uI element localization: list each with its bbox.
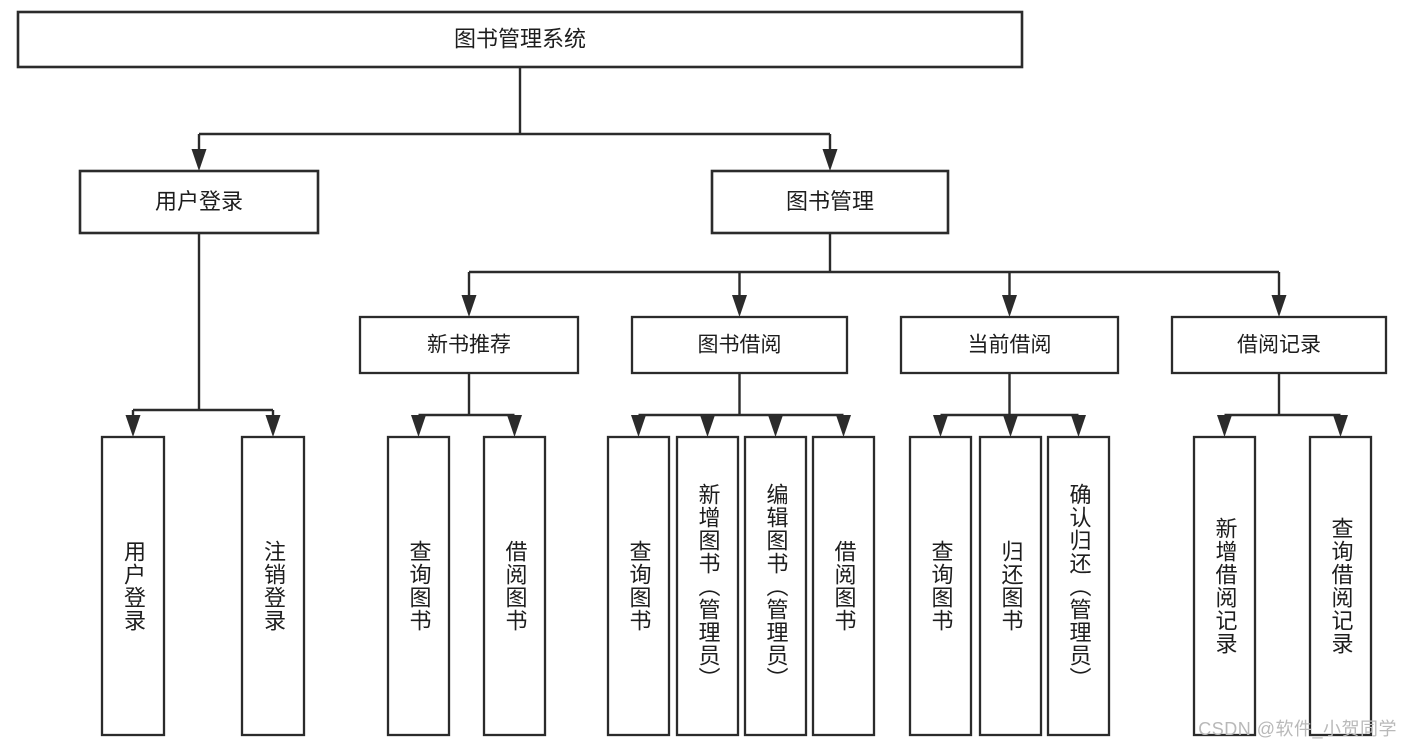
arrow-head-icon	[732, 295, 747, 317]
node-box-level3-0[interactable]	[358, 315, 580, 375]
node-box-leaf-11[interactable]	[1192, 435, 1257, 737]
node-box-leaf-0[interactable]	[100, 435, 166, 737]
arrow-head-icon	[191, 149, 207, 171]
node-box-leaf-8[interactable]	[908, 435, 973, 737]
arrow-head-icon	[768, 415, 783, 437]
node-box-leaf-4[interactable]	[606, 435, 671, 737]
arrow-head-icon	[822, 149, 838, 171]
arrow-head-icon	[1002, 295, 1017, 317]
node-box-leaf-1[interactable]	[240, 435, 306, 737]
node-label: 借阅记录	[1237, 334, 1321, 357]
node-label: 图书管理系统	[454, 26, 586, 51]
arrow-head-icon	[700, 415, 715, 437]
arrow-head-icon	[631, 415, 646, 437]
node-box-level3-3[interactable]	[1170, 315, 1388, 375]
arrow-head-icon	[507, 415, 522, 437]
node-label: 用户登录	[155, 189, 243, 214]
node-label: 当前借阅	[968, 334, 1052, 357]
node-box-leaf-10[interactable]	[1046, 435, 1111, 737]
node-box-level2-0[interactable]	[78, 169, 320, 235]
node-box-leaf-7[interactable]	[811, 435, 876, 737]
watermark-text: CSDN @软件_小贺同学	[1198, 719, 1397, 739]
node-box-level3-2[interactable]	[899, 315, 1120, 375]
node-box-leaf-9[interactable]	[978, 435, 1043, 737]
node-box-level3-1[interactable]	[630, 315, 849, 375]
connector-edges	[125, 67, 1348, 437]
arrow-head-icon	[125, 415, 141, 437]
node-box-leaf-3[interactable]	[482, 435, 547, 737]
node-box-leaf-12[interactable]	[1308, 435, 1373, 737]
node-label: 新书推荐	[427, 334, 511, 357]
arrow-head-icon	[1003, 415, 1018, 437]
node-box-leaf-2[interactable]	[386, 435, 451, 737]
arrow-head-icon	[1217, 415, 1232, 437]
node-box-leaf-6[interactable]	[743, 435, 808, 737]
node-label: 图书借阅	[698, 334, 782, 357]
node-box-leaf-5[interactable]	[675, 435, 740, 737]
arrow-head-icon	[1333, 415, 1348, 437]
node-box-root[interactable]	[16, 10, 1024, 69]
arrow-head-icon	[461, 295, 477, 317]
node-label: 图书管理	[786, 189, 874, 214]
arrow-head-icon	[836, 415, 851, 437]
arrow-head-icon	[265, 415, 281, 437]
node-box-level2-1[interactable]	[710, 169, 950, 235]
arrow-head-icon	[1071, 415, 1086, 437]
arrow-head-icon	[933, 415, 948, 437]
arrow-head-icon	[1271, 295, 1287, 317]
node-boxes	[16, 10, 1388, 737]
arrow-head-icon	[411, 415, 426, 437]
